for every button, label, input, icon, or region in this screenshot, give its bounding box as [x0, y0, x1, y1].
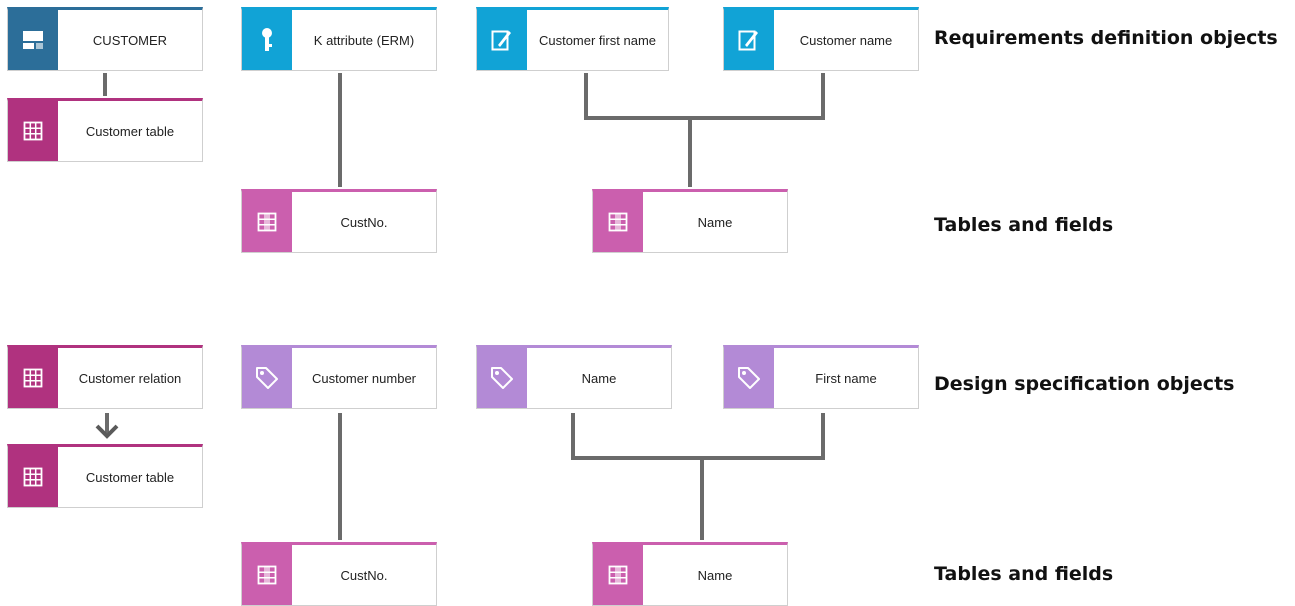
node-name-field-2[interactable]: Name: [592, 542, 788, 606]
tag-icon: [242, 348, 292, 408]
field-icon: [593, 192, 643, 252]
node-label: CustNo.: [340, 567, 388, 583]
connector-design-names: [571, 413, 825, 460]
heading-tables-fields-2: Tables and fields: [934, 563, 1114, 585]
entity-type-icon: [8, 10, 58, 70]
table-grid-icon: [8, 348, 58, 408]
node-customer-table-2[interactable]: Customer table: [7, 444, 203, 508]
node-design-name[interactable]: Name: [476, 345, 672, 409]
heading-design: Design specification objects: [934, 373, 1235, 395]
table-grid-icon: [8, 101, 58, 161]
node-first-name[interactable]: First name: [723, 345, 919, 409]
key-icon: [242, 10, 292, 70]
node-customer-table[interactable]: Customer table: [7, 98, 203, 162]
heading-tables-fields-1: Tables and fields: [934, 214, 1114, 236]
node-customer-name[interactable]: Customer name: [723, 7, 919, 71]
node-label: Name: [697, 214, 733, 230]
node-k-attribute[interactable]: K attribute (ERM): [241, 7, 437, 71]
arrow-down-icon: [95, 424, 119, 439]
field-icon: [593, 545, 643, 605]
node-custno-field[interactable]: CustNo.: [241, 189, 437, 253]
node-customer-first-name[interactable]: Customer first name: [476, 7, 669, 71]
node-label: Customer first name: [538, 32, 657, 48]
table-grid-icon: [8, 447, 58, 507]
attribute-pen-icon: [477, 10, 527, 70]
tag-icon: [477, 348, 527, 408]
node-customer-entity[interactable]: CUSTOMER: [7, 7, 203, 71]
node-customer-number[interactable]: Customer number: [241, 345, 437, 409]
node-label: CustNo.: [340, 214, 388, 230]
node-label: Customer number: [311, 370, 417, 386]
node-label: Name: [581, 370, 617, 386]
node-custno-field-2[interactable]: CustNo.: [241, 542, 437, 606]
node-label: Customer table: [85, 469, 175, 485]
attribute-pen-icon: [724, 10, 774, 70]
node-label: Name: [697, 567, 733, 583]
node-label: Customer name: [799, 32, 893, 48]
node-label: Customer table: [85, 123, 175, 139]
node-label: CUSTOMER: [92, 32, 168, 48]
field-icon: [242, 545, 292, 605]
heading-requirements: Requirements definition objects: [934, 27, 1278, 49]
field-icon: [242, 192, 292, 252]
node-label: Customer relation: [78, 370, 182, 386]
node-customer-relation[interactable]: Customer relation: [7, 345, 203, 409]
connector-names-to-name: [584, 73, 825, 120]
node-label: First name: [815, 370, 877, 386]
node-name-field[interactable]: Name: [592, 189, 788, 253]
tag-icon: [724, 348, 774, 408]
node-label: K attribute (ERM): [313, 32, 415, 48]
